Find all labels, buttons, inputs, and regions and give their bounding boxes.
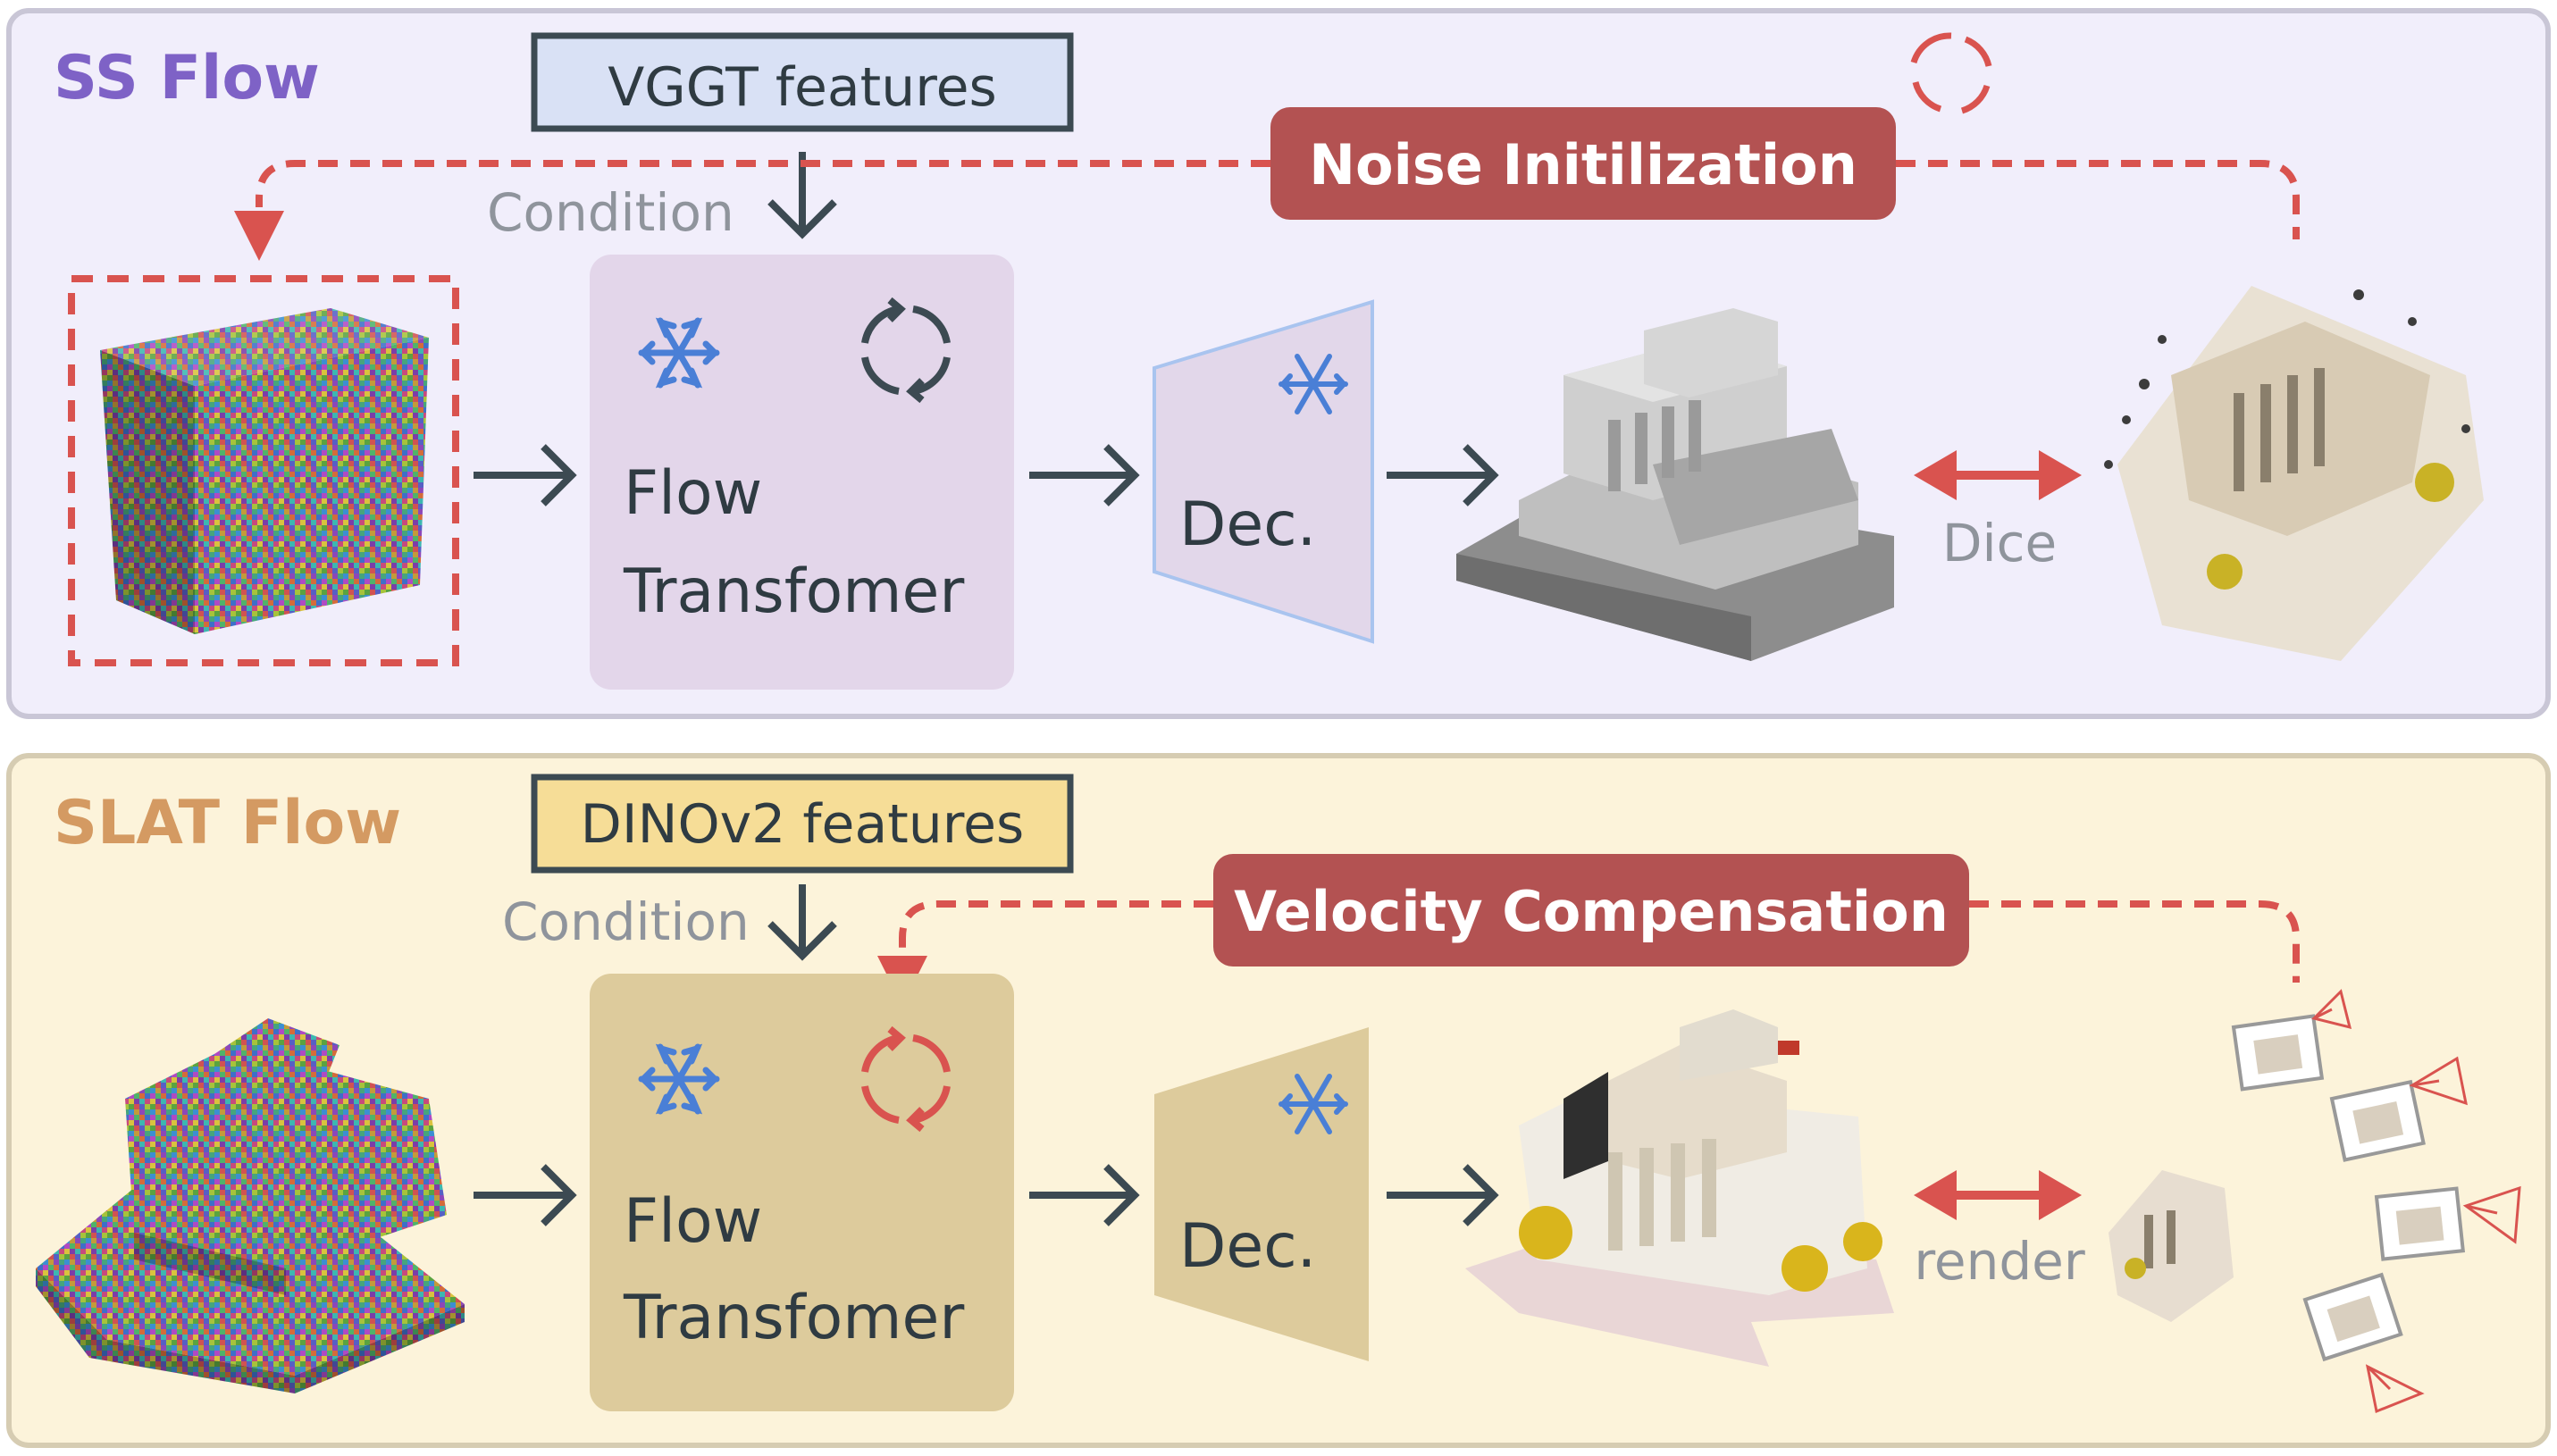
slat-render-arrow-head-left — [1914, 1170, 1957, 1220]
slat-arrow-transformer-to-decoder-head — [1103, 1164, 1140, 1226]
camera-frustum-icon — [2462, 1185, 2521, 1244]
ss-input-dashed-box — [68, 275, 459, 666]
slat-rendered-building-image — [1465, 1009, 1894, 1367]
snowflake-icon — [638, 317, 720, 389]
ss-dice-arrow-head-left — [1914, 450, 1957, 500]
slat-feedback-dashed-path-left — [899, 900, 1213, 952]
camera-view-thumbnail — [2302, 1272, 2403, 1362]
cycle-icon — [861, 1025, 951, 1133]
ss-transformer-label-line1: Flow — [624, 458, 762, 529]
slat-noise-voxels — [36, 1018, 465, 1393]
ss-noise-init-pill-label: Noise Initilization — [1309, 132, 1857, 197]
slat-arrow-decoder-to-render-head — [1463, 1164, 1499, 1226]
ss-voxel-building-image — [1456, 308, 1894, 661]
snowflake-icon — [1278, 1074, 1348, 1134]
camera-view-thumbnail — [2231, 1014, 2325, 1092]
slat-transformer-label-line2: Transfomer — [623, 1283, 964, 1353]
slat-panel-title: SLAT Flow — [54, 788, 401, 858]
ss-condition-box-label: VGGT features — [608, 56, 997, 119]
slat-condition-label: Condition — [502, 891, 750, 952]
ss-transformer-label-line2: Transfomer — [623, 556, 964, 627]
ss-decoder-label: Dec. — [1179, 490, 1316, 560]
slat-condition-box — [531, 774, 1074, 874]
ss-feedback-dashed-path-right — [1896, 160, 2300, 239]
ss-compare-label: Dice — [1942, 513, 2057, 573]
snowflake-icon — [638, 1043, 720, 1115]
slat-flow-transformer — [590, 974, 1014, 1411]
ss-arrow-decoder-to-voxels-head — [1463, 444, 1499, 506]
slat-condition-arrow-head — [767, 921, 837, 961]
slat-velocity-pill — [1213, 854, 1969, 966]
ss-feedback-dashed-path-left — [256, 160, 1270, 207]
ss-panel-title: SS Flow — [54, 43, 320, 113]
slat-feedback-dashed-path-right — [1969, 900, 2300, 983]
ss-noise-init-pill — [1270, 107, 1896, 220]
ss-dice-arrow-head-right — [2039, 450, 2082, 500]
slat-transformer-label-line1: Flow — [624, 1186, 762, 1257]
slat-small-point-cloud-image — [2108, 1170, 2234, 1322]
ss-arrow-transformer-to-decoder-head — [1103, 444, 1140, 506]
slat-camera-views — [2231, 989, 2521, 1414]
ss-arrow-cube-to-transformer-head — [541, 444, 577, 506]
ss-point-cloud-image — [2104, 286, 2484, 661]
snowflake-icon — [1278, 354, 1348, 414]
ss-condition-label: Condition — [487, 182, 734, 243]
ss-feedback-arrow-head — [234, 211, 284, 261]
slat-condition-box-label: DINOv2 features — [581, 793, 1025, 856]
slat-flow-panel: SLAT Flow DINOv2 features Condition Velo… — [6, 753, 2551, 1448]
camera-frustum-icon — [2311, 989, 2352, 1030]
ss-red-cycle-icon — [1910, 32, 1992, 114]
ss-condition-arrow-head — [767, 199, 837, 239]
slat-render-arrow-head-right — [2039, 1170, 2082, 1220]
cycle-icon — [861, 297, 951, 404]
camera-view-thumbnail — [2329, 1079, 2426, 1162]
camera-frustum-icon — [2365, 1364, 2425, 1414]
slat-arrow-voxels-to-transformer-head — [541, 1164, 577, 1226]
slat-velocity-pill-label: Velocity Compensation — [1234, 879, 1949, 944]
slat-decoder-label: Dec. — [1179, 1211, 1316, 1282]
camera-frustum-icon — [2409, 1056, 2468, 1106]
camera-view-thumbnail — [2374, 1186, 2466, 1261]
slat-compare-label: render — [1914, 1231, 2085, 1292]
ss-condition-box — [531, 32, 1074, 132]
ss-flow-transformer — [590, 255, 1014, 690]
ss-flow-panel: SS Flow VGGT features Condition Noise In… — [6, 8, 2551, 719]
ss-noise-cube — [100, 308, 429, 634]
